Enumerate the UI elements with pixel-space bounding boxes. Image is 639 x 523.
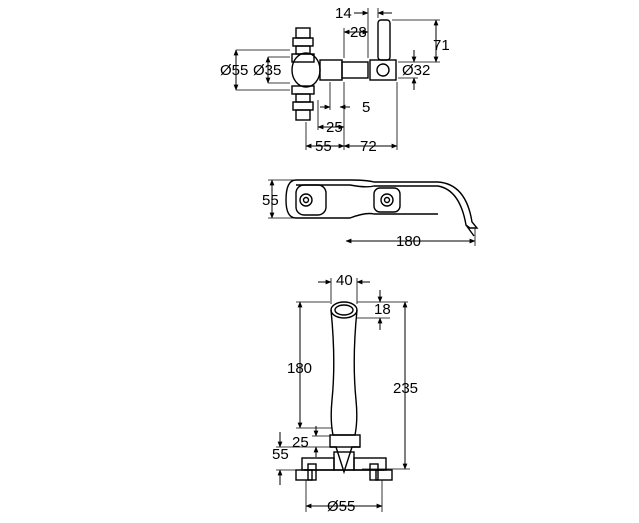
front-view: 40 18 180 235 25 55 Ø55 xyxy=(272,272,418,515)
front-dim-h25: 25 xyxy=(292,434,309,451)
top-view-body xyxy=(291,19,397,121)
top-dim-w25: 25 xyxy=(326,119,343,136)
top-dim-d32: Ø32 xyxy=(402,62,430,79)
top-dim-w28: 28 xyxy=(350,24,367,41)
top-view: Ø55 Ø35 14 28 71 Ø32 5 25 55 72 xyxy=(220,5,450,155)
front-dim-w40: 40 xyxy=(336,272,353,289)
top-dim-d35: Ø35 xyxy=(253,62,281,79)
top-dim-w55: 55 xyxy=(315,138,332,155)
front-view-body xyxy=(295,301,393,481)
side-view-body xyxy=(285,179,479,237)
front-dim-d55: Ø55 xyxy=(327,498,355,515)
top-dim-w5: 5 xyxy=(362,99,370,116)
front-dim-h235: 235 xyxy=(393,380,418,397)
front-dim-h180: 180 xyxy=(287,360,312,377)
front-dim-h55: 55 xyxy=(272,446,289,463)
top-dim-h71: 71 xyxy=(433,37,450,54)
side-dim-w180: 180 xyxy=(396,233,421,250)
front-dim-h18: 18 xyxy=(374,301,391,318)
top-dim-d55: Ø55 xyxy=(220,62,248,79)
top-dim-w14: 14 xyxy=(335,5,352,22)
top-dim-w72: 72 xyxy=(360,138,377,155)
side-view: 55 180 xyxy=(262,179,479,250)
side-dim-h55: 55 xyxy=(262,192,279,209)
